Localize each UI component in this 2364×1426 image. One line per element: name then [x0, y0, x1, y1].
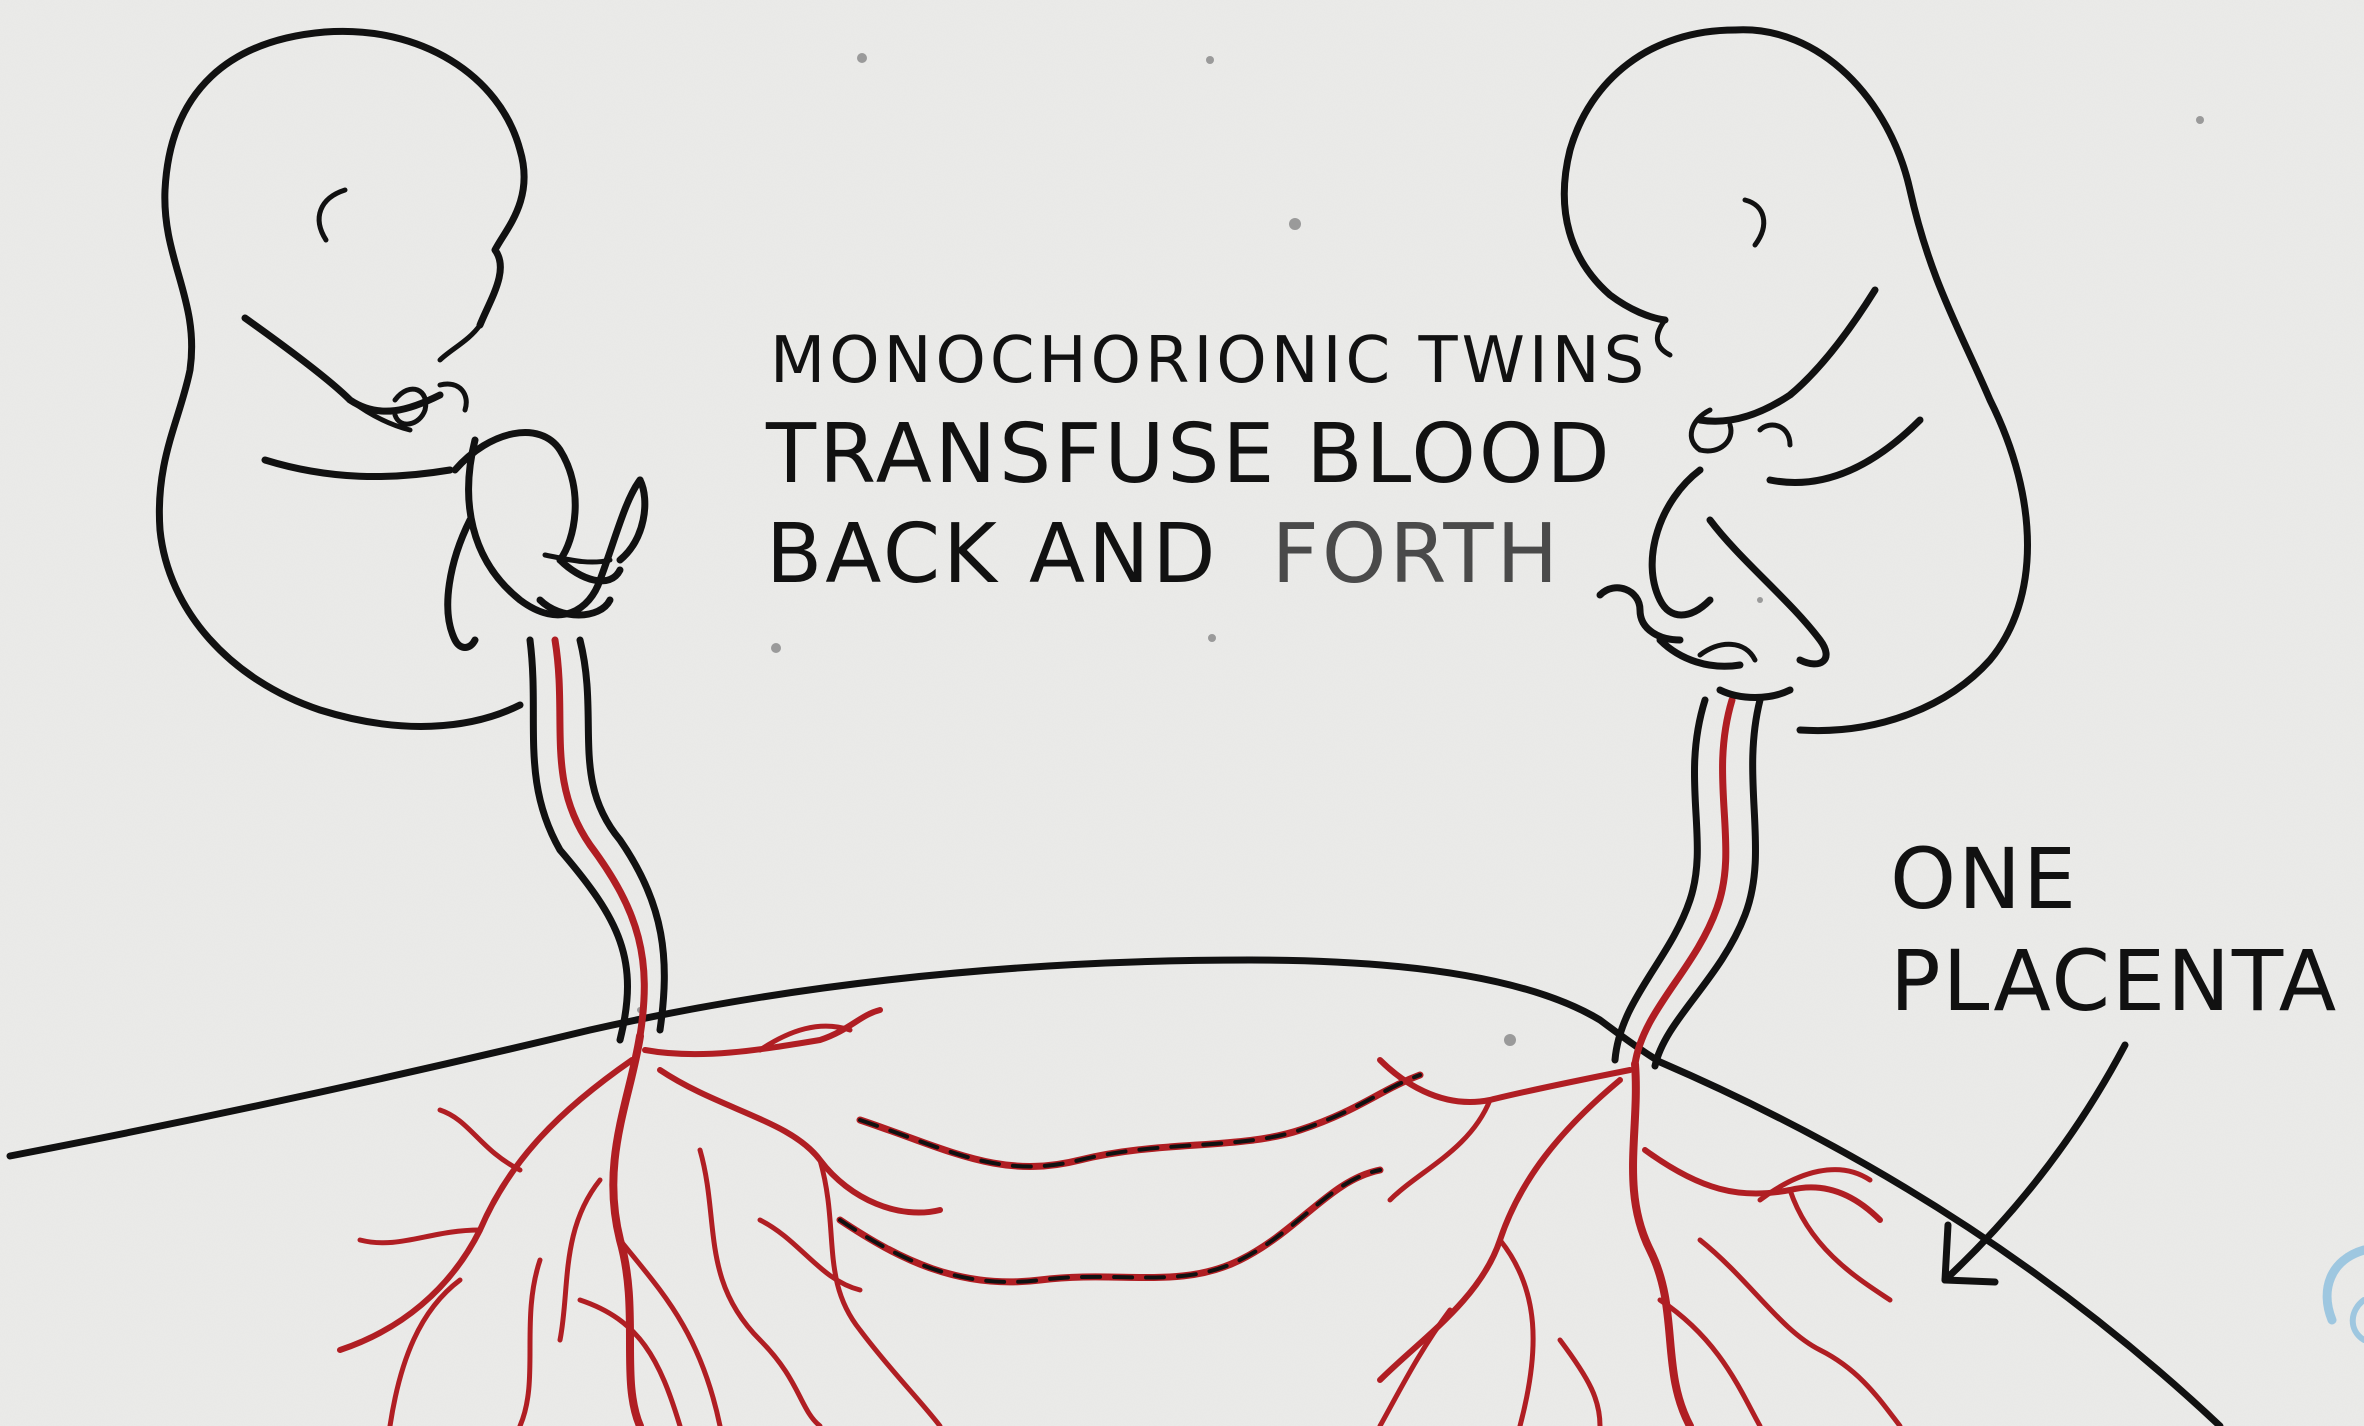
- caption-line-3-part-2: FORTH: [1272, 507, 1561, 602]
- caption-line-3-part-1: BACK AND: [766, 507, 1219, 602]
- placenta-label-line-2: PLACENTA: [1890, 932, 2338, 1030]
- placenta-label-line-1: ONE: [1890, 830, 2078, 928]
- caption-line-2: TRANSFUSE BLOOD: [765, 407, 1613, 502]
- caption-line-3: BACK AND FORTH: [766, 507, 1561, 602]
- caption-line-1: MONOCHORIONIC TWINS: [770, 324, 1648, 398]
